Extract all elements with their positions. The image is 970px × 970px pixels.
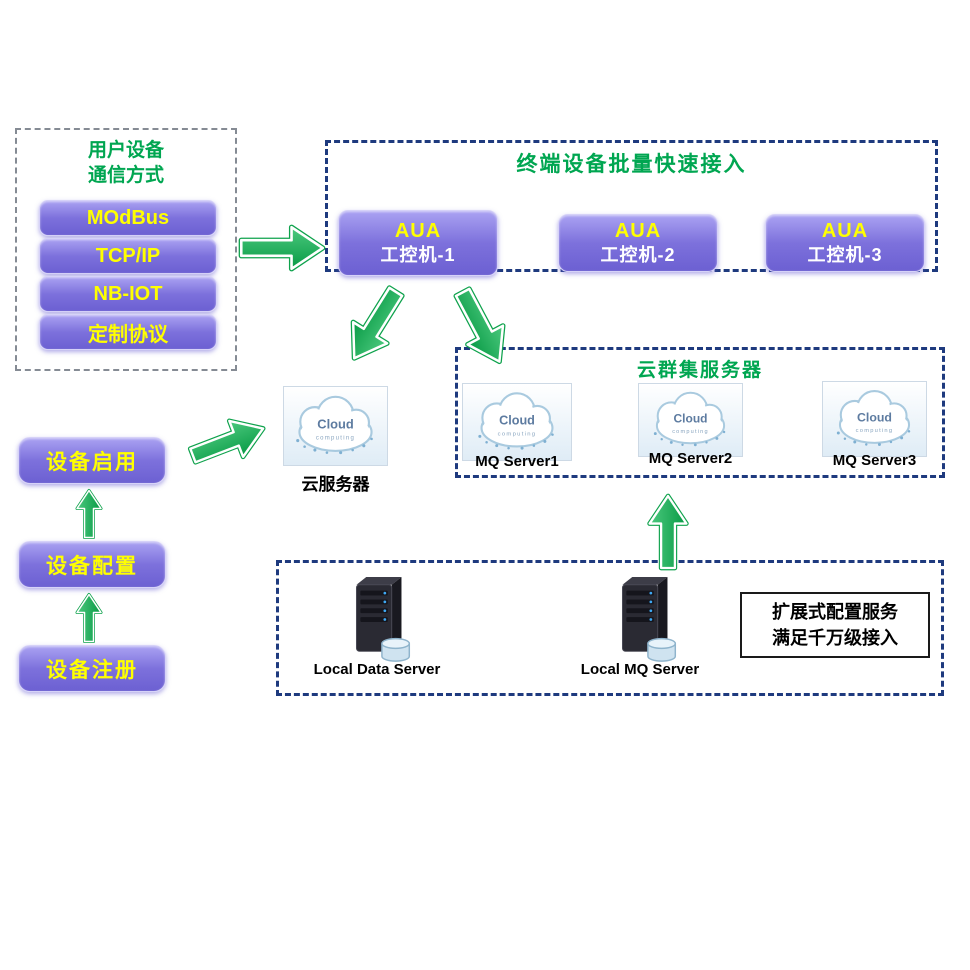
node-aua-ipc-3-sub: 工控机-3 xyxy=(807,245,883,266)
protocol-list: MOdBus TCP/IP NB-IOT 定制协议 xyxy=(39,200,217,350)
local-mq-server-label: Local MQ Server xyxy=(580,661,700,678)
cloud-icon xyxy=(652,391,727,448)
protocol-item-tcpip: TCP/IP xyxy=(39,238,217,274)
node-aua-ipc-2-name: AUA xyxy=(614,220,662,243)
node-aua-ipc-2: AUA 工控机-2 xyxy=(558,214,718,272)
local-data-server-icon xyxy=(342,575,414,665)
cloud-cluster-panel: 云群集服务器 xyxy=(455,347,945,478)
node-aua-ipc-3-name: AUA xyxy=(821,220,869,243)
node-aua-ipc-2-sub: 工控机-2 xyxy=(600,245,676,266)
arrow-device-register-to-config xyxy=(75,593,103,643)
mq-server1-label: MQ Server1 xyxy=(475,453,559,470)
cloud-server-label: 云服务器 xyxy=(301,475,370,494)
arrow-protocols-to-aua1 xyxy=(234,222,330,274)
mq-server2-label: MQ Server2 xyxy=(648,450,733,467)
cloud-icon xyxy=(295,395,374,456)
node-aua-ipc-1-name: AUA xyxy=(394,220,442,243)
workflow-step-device-config: 设备配置 xyxy=(18,541,166,588)
node-aua-ipc-1: AUA 工控机-1 xyxy=(338,210,498,276)
local-servers-panel xyxy=(276,560,944,696)
cloud-cluster-title: 云群集服务器 xyxy=(636,360,763,381)
protocol-item-modbus: MOdBus xyxy=(39,200,217,236)
workflow-step-device-register: 设备注册 xyxy=(18,645,166,692)
user-device-title-line2: 通信方式 xyxy=(87,164,164,186)
arrow-local-mq-to-mq-server2 xyxy=(645,484,691,580)
protocol-item-nbiot: NB-IOT xyxy=(39,276,217,312)
workflow-step-device-enable: 设备启用 xyxy=(18,437,166,484)
user-device-panel: 用户设备 通信方式 MOdBus TCP/IP NB-IOT 定制协议 xyxy=(15,128,237,371)
arrow-device-enable-to-cloud-server xyxy=(165,399,290,485)
terminal-access-title: 终端设备批量快速接入 xyxy=(516,153,747,176)
user-device-title-line1: 用户设备 xyxy=(87,140,164,161)
server-tower-icon xyxy=(355,576,411,662)
cloud-server-icon xyxy=(283,386,388,466)
cloud-icon xyxy=(835,390,912,447)
user-device-title: 用户设备 通信方式 xyxy=(17,130,235,188)
local-data-server-label: Local Data Server xyxy=(313,661,441,678)
scalability-note-line2: 满足千万级接入 xyxy=(772,628,898,648)
local-mq-server-icon xyxy=(608,575,680,665)
mq-server1-icon xyxy=(462,383,572,461)
arrow-aua1-to-cloud-server xyxy=(328,271,421,379)
server-tower-icon xyxy=(621,576,677,662)
mq-server3-icon xyxy=(822,381,927,457)
arrow-device-config-to-enable xyxy=(75,489,103,539)
protocol-item-custom: 定制协议 xyxy=(39,314,217,350)
scalability-note: 扩展式配置服务 满足千万级接入 xyxy=(740,592,930,658)
mq-server3-label: MQ Server3 xyxy=(832,452,917,469)
node-aua-ipc-3: AUA 工控机-3 xyxy=(765,214,925,272)
node-aua-ipc-1-sub: 工控机-1 xyxy=(380,245,456,266)
mq-server2-icon xyxy=(638,383,743,457)
scalability-note-line1: 扩展式配置服务 xyxy=(772,601,898,622)
cloud-icon xyxy=(477,392,555,451)
